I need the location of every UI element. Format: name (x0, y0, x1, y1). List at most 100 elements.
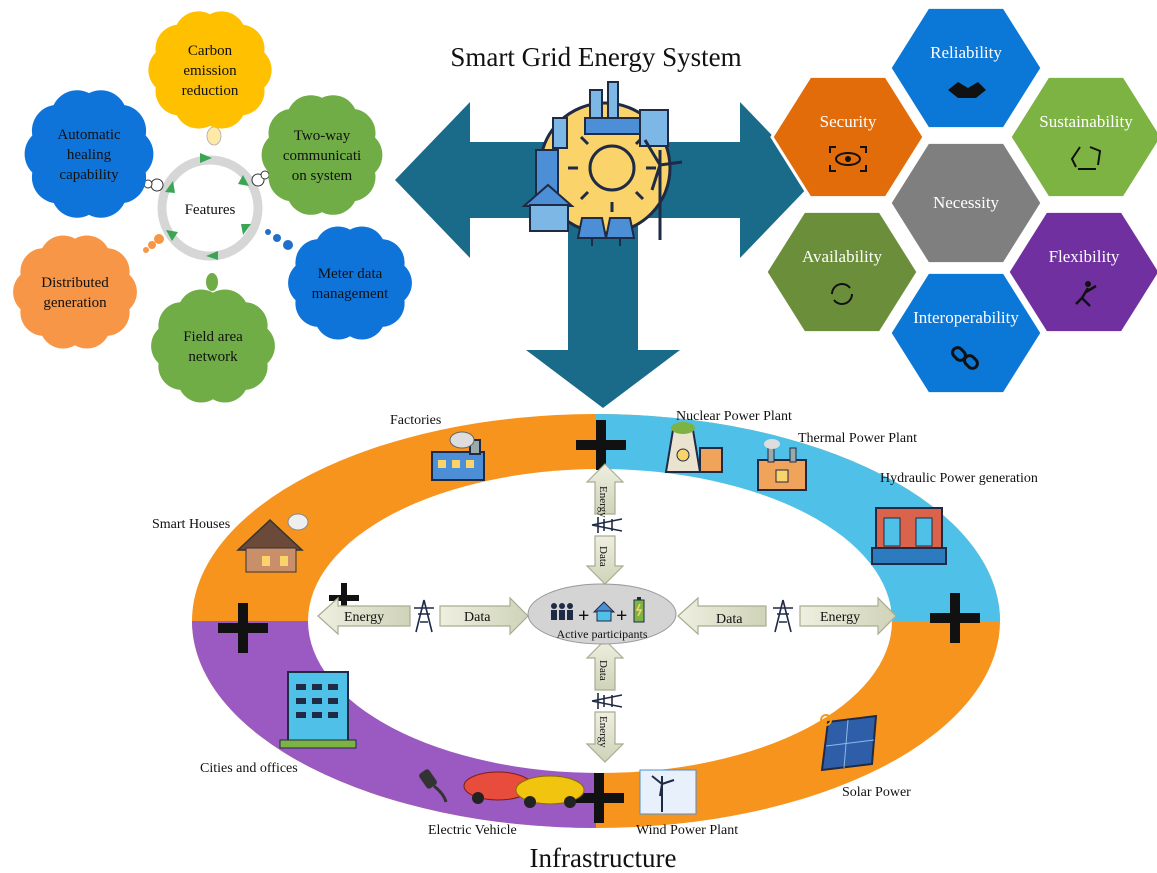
hex-reliability: Reliability (888, 5, 1044, 131)
arrow-left-to-features (395, 102, 590, 258)
solar-panel-icon (820, 714, 878, 772)
label-cities-offices: Cities and offices (200, 761, 298, 776)
refresh-icon (831, 283, 853, 305)
feature-bubble-distributed-generation: Distributed generation (13, 235, 137, 349)
smart-house-icon (236, 513, 309, 573)
flow-top-data: Data (597, 546, 609, 567)
feature-bubble-automatic-healing: Automatic healing capability (24, 90, 154, 218)
feature-bubble-text: communicati (283, 148, 361, 164)
feature-bubble-text: on system (292, 168, 353, 184)
feature-bubble-text: Distributed (41, 275, 109, 291)
feature-bubble-meter-data: Meter data management (288, 226, 412, 340)
tower-icon-top (591, 517, 623, 533)
feature-bubble-field-area-network: Field area network (151, 289, 275, 403)
feature-bubble-text: network (188, 349, 238, 365)
features-ring-arrows (165, 153, 251, 260)
factory-icon (431, 431, 485, 481)
smart-grid-icon (521, 81, 683, 246)
active-participants-hub: + + Active participants (527, 583, 677, 645)
flow-arrow-left (317, 596, 529, 636)
hydro-plant-icon (871, 507, 947, 565)
feature-bubble-text: healing (67, 147, 112, 163)
electric-car-icon (463, 771, 585, 808)
features-center-label: Features (185, 202, 236, 218)
flow-arrow-right (677, 596, 897, 636)
hex-label: Sustainability (1039, 112, 1133, 131)
hex-label: Necessity (933, 193, 1000, 212)
flow-bottom-data: Data (597, 660, 609, 681)
thermal-plant-icon (757, 439, 807, 491)
eye-scan-icon (829, 146, 867, 172)
hex-flexibility: Flexibility (1006, 209, 1157, 335)
feature-bubble-text: Automatic (57, 127, 121, 143)
hex-label: Interoperability (913, 308, 1019, 327)
feature-bubble-carbon-emission: Carbon emission reduction (148, 11, 272, 129)
gymnast-icon (1075, 281, 1097, 307)
label-wind-plant: Wind Power Plant (636, 823, 738, 838)
feature-bubble-text: management (312, 286, 389, 302)
plus-signs (218, 420, 980, 823)
label-smart-houses: Smart Houses (152, 517, 230, 532)
smart-home-icon (592, 601, 616, 622)
flow-left-data: Data (464, 610, 491, 625)
recycle-icon (1070, 146, 1102, 170)
plus-glyph-1: + (578, 605, 589, 627)
plus-right (930, 593, 980, 643)
hex-availability: Availability (764, 209, 920, 335)
arrow-down-to-infrastructure (526, 215, 680, 408)
feature-bubble-text: Carbon (188, 43, 233, 59)
hex-necessity: Necessity (888, 140, 1044, 266)
tower-icon-bottom (591, 693, 623, 709)
hex-sustainability: Sustainability (1008, 74, 1157, 200)
flow-bottom-energy: Energy (597, 716, 609, 748)
feature-bubble-text: Field area (183, 329, 243, 345)
ev-plug-icon (419, 769, 448, 803)
hex-label: Security (820, 112, 877, 131)
label-hydraulic-generation: Hydraulic Power generation (880, 471, 1038, 486)
label-thermal-plant: Thermal Power Plant (798, 431, 917, 446)
thought-bubble-dots (143, 126, 293, 291)
label-factories: Factories (390, 413, 441, 428)
plus-top (576, 420, 626, 470)
feature-bubble-text: Meter data (318, 266, 383, 282)
plus-left (218, 603, 268, 653)
label-electric-vehicle: Electric Vehicle (428, 823, 517, 838)
flow-right-energy: Energy (820, 610, 860, 625)
wind-plant-icon (639, 769, 697, 815)
feature-bubble-text: emission (183, 63, 237, 79)
feature-bubble-text: generation (43, 295, 107, 311)
plus-small-left (329, 583, 359, 613)
tower-icon-right (773, 599, 793, 633)
flow-right-data: Data (716, 612, 743, 627)
battery-icon (633, 597, 645, 623)
people-icon (551, 603, 573, 620)
tower-icon-left (414, 599, 434, 633)
label-nuclear-plant: Nuclear Power Plant (676, 409, 792, 424)
hex-security: Security (770, 74, 926, 200)
plus-glyph-2: + (616, 605, 627, 627)
flow-left-energy: Energy (344, 610, 384, 625)
chain-link-icon (951, 346, 979, 370)
diagram-title: Smart Grid Energy System (450, 42, 741, 72)
flow-top-energy: Energy (597, 486, 609, 518)
arrow-right-to-necessity (620, 102, 815, 258)
hex-interoperability: Interoperability (888, 270, 1044, 396)
hex-label: Flexibility (1049, 247, 1120, 266)
feature-bubble-text: capability (59, 167, 119, 183)
flow-arrow-bottom (585, 639, 625, 763)
active-participants-label: Active participants (557, 627, 648, 641)
nuclear-plant-icon (664, 422, 723, 473)
label-solar-power: Solar Power (842, 785, 911, 800)
flow-arrow-top (585, 463, 625, 585)
city-building-icon (279, 671, 357, 749)
feature-bubble-text: reduction (182, 83, 239, 99)
infrastructure-title: Infrastructure (530, 843, 677, 873)
hex-label: Availability (802, 247, 882, 266)
main-arrows (395, 102, 815, 408)
hex-label: Reliability (930, 43, 1002, 62)
feature-bubble-text: Two-way (294, 128, 351, 144)
